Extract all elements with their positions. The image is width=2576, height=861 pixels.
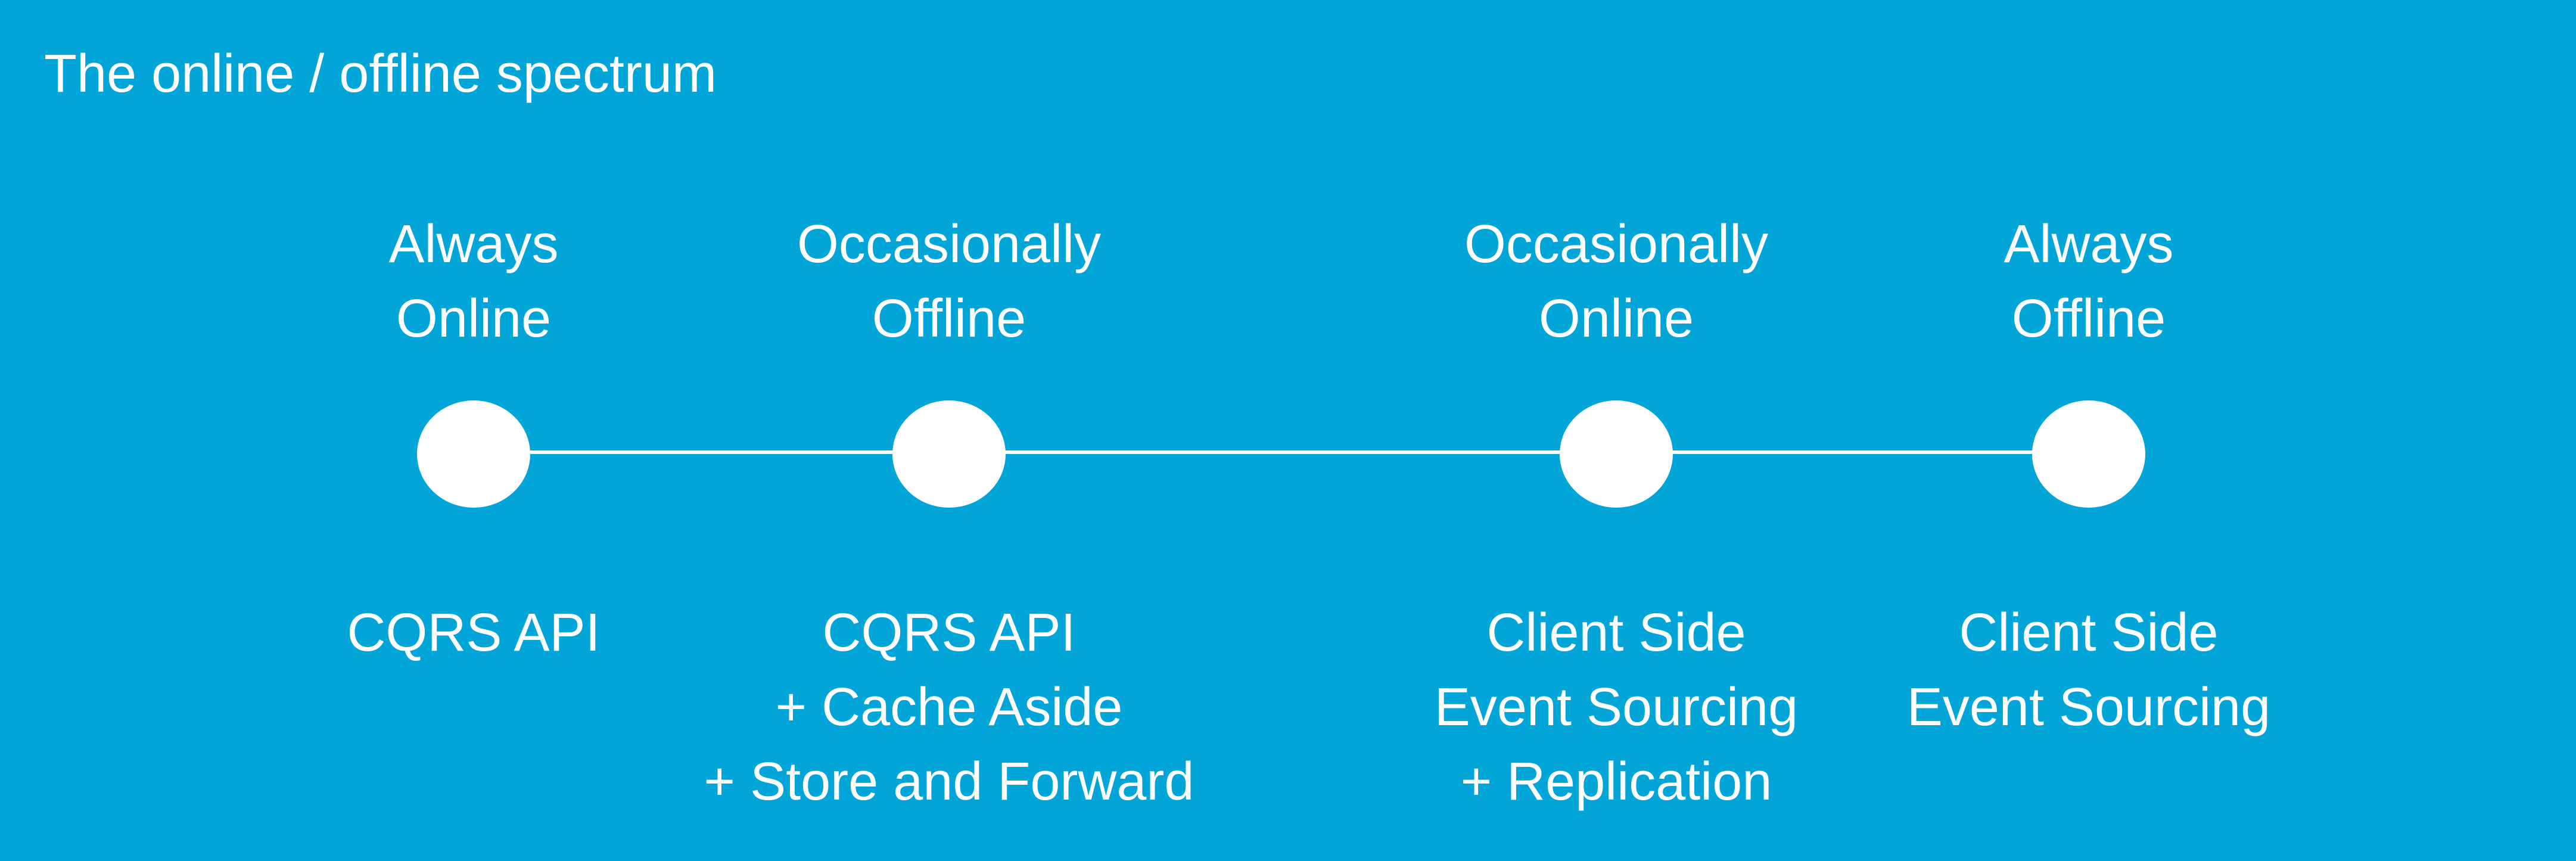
spectrum-axis-line xyxy=(474,450,2035,454)
approach-line: Event Sourcing xyxy=(1434,677,1799,737)
approach-line: CQRS API xyxy=(822,603,1076,663)
approach-line: CQRS API xyxy=(347,603,601,663)
spectrum-node-always-online xyxy=(417,400,530,508)
point-label-line: Offline xyxy=(872,289,1026,349)
approach-line: Client Side xyxy=(1486,603,1746,663)
point-label-line: Online xyxy=(1538,289,1694,349)
point-label-occasionally-online: Occasionally Online xyxy=(1318,207,1914,356)
spectrum-node-occasionally-offline xyxy=(892,400,1006,508)
approach-line: Event Sourcing xyxy=(1906,677,2271,737)
approach-line: + Cache Aside xyxy=(775,677,1123,737)
point-label-line: Online xyxy=(396,289,552,349)
point-label-line: Offline xyxy=(2011,289,2166,349)
point-label-always-offline: Always Offline xyxy=(1791,207,2387,356)
approach-label-always-offline: Client Side Event Sourcing xyxy=(1791,596,2387,745)
spectrum-node-occasionally-online xyxy=(1560,400,1673,508)
approach-line: Client Side xyxy=(1959,603,2219,663)
approach-label-always-online: CQRS API xyxy=(176,596,771,670)
spectrum-node-always-offline xyxy=(2032,400,2145,508)
approach-label-occasionally-offline: CQRS API + Cache Aside + Store and Forwa… xyxy=(651,596,1247,819)
point-label-occasionally-offline: Occasionally Offline xyxy=(651,207,1247,356)
diagram-title: The online / offline spectrum xyxy=(44,44,717,104)
point-label-line: Always xyxy=(388,215,559,274)
point-label-line: Always xyxy=(2003,215,2174,274)
approach-line: + Store and Forward xyxy=(704,752,1194,812)
point-label-line: Occasionally xyxy=(797,215,1102,274)
point-label-line: Occasionally xyxy=(1464,215,1769,274)
approach-label-occasionally-online: Client Side Event Sourcing + Replication xyxy=(1318,596,1914,819)
approach-line: + Replication xyxy=(1460,752,1772,812)
point-label-always-online: Always Online xyxy=(176,207,771,356)
